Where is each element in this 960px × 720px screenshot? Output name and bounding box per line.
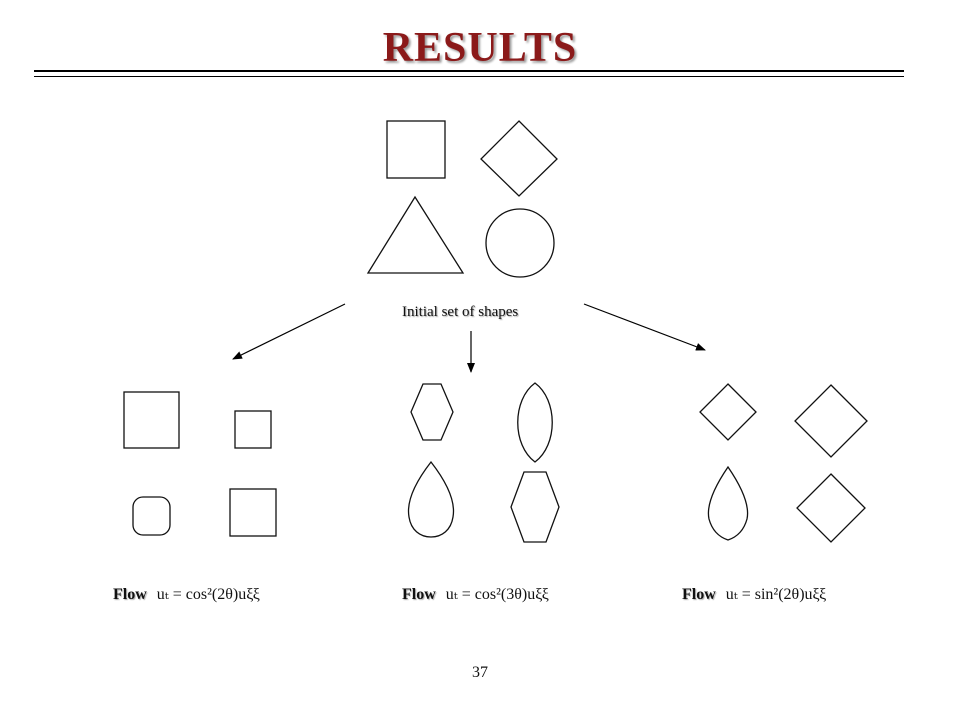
arrow-left [232,303,346,360]
flow3-leaf [707,465,749,541]
flow2-hexagon-small [410,383,454,441]
flow1-rounded-square [132,496,171,536]
title-rule-thick [34,70,904,72]
flow3-shapes [699,383,868,543]
flow2-label: Flow uₜ = cos²(3θ)uξξ [402,584,549,604]
flow3-label: Flow uₜ = sin²(2θ)uξξ [682,584,826,604]
flow3-diamond-small [699,383,757,441]
flow2-teardrop [407,460,455,538]
flow3-diamond-bottom [796,473,866,543]
flow1-large-square [123,391,180,449]
initial-circle [485,208,555,278]
flow2-formula: uₜ = cos²(3θ)uξξ [445,586,549,603]
flow2-lens [517,382,553,463]
flow2-hexagon-large [510,471,560,543]
title-rule-thin [34,76,904,77]
flow2-word: Flow [402,586,436,603]
slide-title: RESULTS [382,25,578,71]
flow1-square-bottom-right [229,488,277,537]
initial-triangle [366,195,465,274]
flow3-diamond-large [794,384,868,458]
flow1-formula: uₜ = cos²(2θ)uξξ [156,586,260,603]
page-number: 37 [472,664,488,681]
arrow-right [583,303,706,351]
flow1-small-square [234,410,272,449]
initial-shapes-caption: Initial set of shapes [402,304,519,320]
initial-diamond [480,120,558,197]
initial-square [386,120,446,179]
flow3-formula: uₜ = sin²(2θ)uξξ [725,586,827,603]
flow1-shapes [123,391,277,537]
initial-shapes [366,120,558,278]
flow3-word: Flow [682,586,716,603]
flow1-word: Flow [113,586,147,603]
flow1-label: Flow uₜ = cos²(2θ)uξξ [113,584,260,604]
flow2-shapes [407,382,560,543]
